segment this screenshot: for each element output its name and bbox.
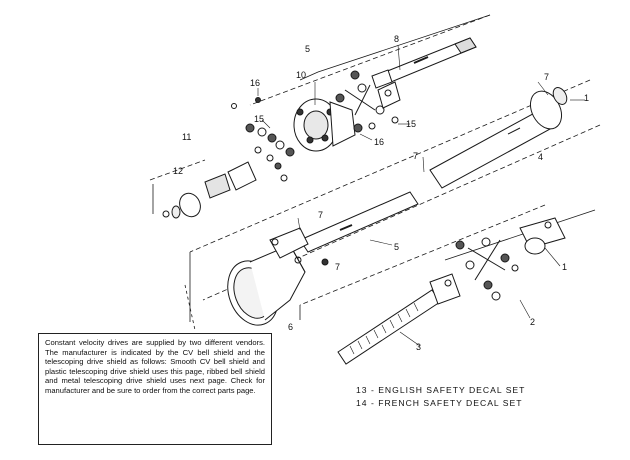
part-10-cv-housing [293,98,356,152]
callout-5-lower: 5 [394,242,399,252]
callout-12: 12 [173,166,183,176]
callout-11: 11 [182,132,191,142]
legend-english-decal: 13 - ENGLISH SAFETY DECAL SET [356,385,526,395]
callout-7-c: 7 [318,210,323,220]
callout-2: 2 [530,317,535,327]
callout-1-lower: 1 [562,262,567,272]
left-cv-parts [162,97,295,219]
part-3-drive-shaft [337,273,461,365]
part-6-cv-bell-shield [227,227,329,326]
callout-5-upper: 5 [305,44,310,54]
callout-15-right: 15 [406,119,416,129]
vendor-note-box: Constant velocity drives are supplied by… [38,333,272,445]
callout-7-a: 7 [544,72,549,82]
callout-16-top: 16 [250,78,260,88]
callout-10: 10 [296,70,306,80]
callout-6: 6 [288,322,293,332]
callout-8: 8 [394,34,399,44]
callout-4: 4 [538,152,543,162]
upper-cross-kit [335,70,401,133]
callout-15-left: 15 [254,114,264,124]
leader-lines [257,44,585,347]
part-5-inner-shield [299,191,419,253]
callout-labels: 1 1 2 3 4 5 5 6 7 7 7 7 8 10 11 12 15 15… [173,34,589,352]
decal-legend: 13 - ENGLISH SAFETY DECAL SET 14 - FRENC… [356,384,525,410]
callout-16-right: 16 [374,137,384,147]
callout-7-d: 7 [335,262,340,272]
callout-7-b: 7 [413,151,418,161]
vendor-note-text: Constant velocity drives are supplied by… [45,338,265,395]
part-1-2-lower-yoke-cross [455,217,566,301]
callout-1-upper: 1 [584,93,589,103]
callout-3: 3 [416,342,421,352]
part-4-outer-shield [429,87,568,189]
assembly-boundary-lines [149,14,601,331]
part-8-telescoping-shaft [371,37,477,89]
legend-french-decal: 14 - FRENCH SAFETY DECAL SET [356,398,523,408]
